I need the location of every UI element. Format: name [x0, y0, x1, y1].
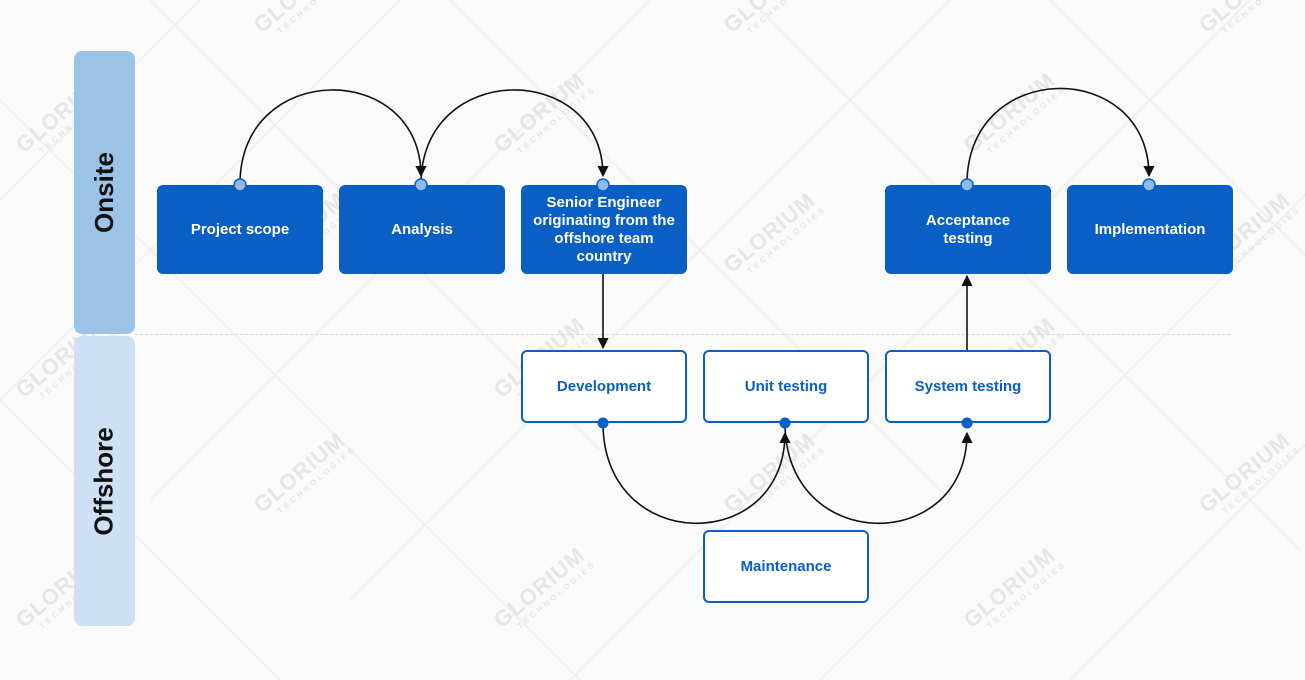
lane-divider — [135, 334, 1230, 335]
port-dot — [233, 178, 247, 192]
port-dot — [960, 178, 974, 192]
arrow-acceptance-to-implementation — [966, 87, 1155, 185]
port-dot — [596, 178, 610, 192]
system-testing-node: System testing — [885, 350, 1051, 423]
arrow-development-to-unit-testing — [602, 422, 791, 525]
arrow-analysis-to-senior-engineer — [420, 89, 609, 185]
offshore-lane: Offshore — [74, 336, 135, 626]
senior-engineer-node: Senior Engineer originating from the off… — [521, 185, 687, 274]
implementation-node: Implementation — [1067, 185, 1233, 274]
port-dot — [414, 178, 428, 192]
onsite-lane: Onsite — [74, 51, 135, 334]
port-dot — [779, 417, 791, 429]
project-scope-node: Project scope — [157, 185, 323, 274]
unit-testing-node: Unit testing — [703, 350, 869, 423]
port-dot — [961, 417, 973, 429]
port-dot — [1142, 178, 1156, 192]
analysis-node: Analysis — [339, 185, 505, 274]
maintenance-node: Maintenance — [703, 530, 869, 603]
arrow-unit-testing-to-system-testing — [784, 422, 973, 525]
arrow-project-scope-to-analysis — [239, 89, 427, 185]
acceptance-testing-node: Acceptance testing — [885, 185, 1051, 274]
port-dot — [597, 417, 609, 429]
